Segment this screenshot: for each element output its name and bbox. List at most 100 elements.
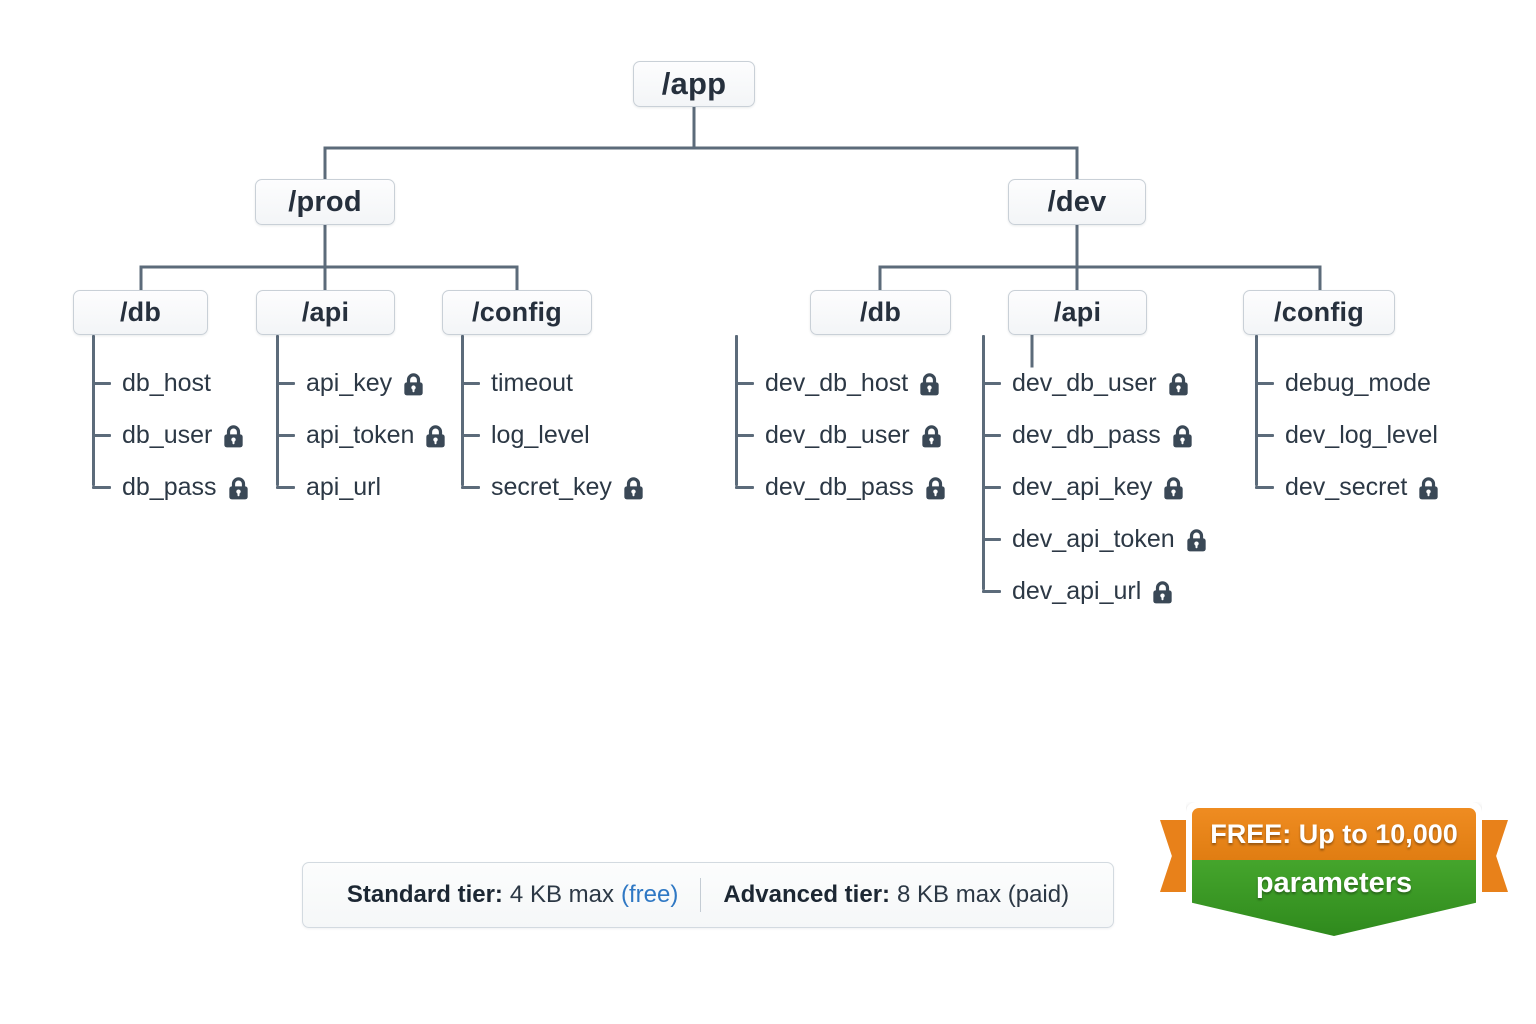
leaf-item[interactable]: dev_api_token xyxy=(982,513,1209,565)
leaf-label: api_token xyxy=(306,420,415,449)
leaf-label: dev_db_user xyxy=(765,420,910,449)
tier-divider xyxy=(700,878,702,912)
lock-icon xyxy=(1184,528,1209,553)
leaf-tree-tick xyxy=(461,382,480,385)
node-label: /db xyxy=(119,297,162,327)
leaf-item[interactable]: dev_api_key xyxy=(982,461,1209,513)
leaf-label: api_url xyxy=(306,472,382,501)
leaf-item[interactable]: dev_db_pass xyxy=(982,409,1209,461)
leaf-tree-vertical-line xyxy=(461,335,464,486)
leaf-item[interactable]: dev_secret xyxy=(1255,461,1441,513)
leaf-label: log_level xyxy=(491,420,590,449)
leaf-item[interactable]: dev_db_host xyxy=(735,357,948,409)
leaf-tree-tick xyxy=(982,486,1001,489)
ribbon-band-bottom: parameters xyxy=(1192,860,1476,936)
leaf-label: debug_mode xyxy=(1285,368,1431,397)
leaf-tree-tick xyxy=(276,486,295,489)
leaf-item[interactable]: dev_db_user xyxy=(982,357,1209,409)
tier-info-bar: Standard tier: 4 KB max (free) Advanced … xyxy=(302,862,1114,928)
advanced-tier-value: 8 KB max (paid) xyxy=(897,881,1070,908)
standard-tier-value: 4 KB max xyxy=(509,881,614,908)
node-dev-config[interactable]: /config xyxy=(1243,290,1395,335)
node-label: /prod xyxy=(288,185,362,218)
leaf-item[interactable]: debug_mode xyxy=(1255,357,1441,409)
node-label: /app xyxy=(661,66,727,101)
leaf-item[interactable]: api_key xyxy=(276,357,448,409)
lock-icon xyxy=(621,476,646,501)
leaf-tree-tick xyxy=(1255,486,1274,489)
leaf-tree-tick xyxy=(276,382,295,385)
lock-icon xyxy=(923,476,948,501)
leaf-label: dev_db_host xyxy=(765,368,909,397)
leaf-item[interactable]: dev_db_pass xyxy=(735,461,948,513)
leaf-item[interactable]: db_pass xyxy=(92,461,251,513)
node-label: /dev xyxy=(1047,185,1107,218)
leaf-label: dev_db_pass xyxy=(1012,420,1161,449)
leaf-tree-tick xyxy=(92,434,111,437)
node-label: /api xyxy=(301,297,350,327)
leaf-tree-vertical-line xyxy=(1255,335,1258,486)
ribbon-inner: FREE: Up to 10,000 parameters xyxy=(1192,808,1476,936)
leaf-tree-tick xyxy=(1255,382,1274,385)
leaf-group-prod-db: db_host db_user db_pass xyxy=(92,335,251,513)
leaf-label: dev_secret xyxy=(1285,472,1408,501)
leaf-tree-vertical-line xyxy=(276,335,279,486)
leaf-tree-tick xyxy=(735,434,754,437)
lock-icon xyxy=(1150,580,1175,605)
leaf-tree-tick xyxy=(982,538,1001,541)
leaf-label: db_user xyxy=(122,420,213,449)
leaf-label: dev_db_pass xyxy=(765,472,914,501)
lock-icon xyxy=(423,424,448,449)
leaf-group-dev-db: dev_db_host dev_db_user dev_db_pass xyxy=(735,335,948,513)
node-prod-db[interactable]: /db xyxy=(73,290,208,335)
leaf-tree-tick xyxy=(982,590,1001,593)
node-prod-config[interactable]: /config xyxy=(442,290,592,335)
leaf-item[interactable]: dev_api_url xyxy=(982,565,1209,617)
node-dev[interactable]: /dev xyxy=(1008,179,1146,225)
node-label: /config xyxy=(472,297,562,327)
node-prod-api[interactable]: /api xyxy=(256,290,395,335)
standard-tier-segment: Standard tier: 4 KB max (free) xyxy=(347,881,678,909)
leaf-tree-tick xyxy=(276,434,295,437)
node-label: /api xyxy=(1053,297,1102,327)
leaf-tree-tick xyxy=(92,382,111,385)
leaf-item[interactable]: secret_key xyxy=(461,461,646,513)
leaf-tree-tick xyxy=(461,486,480,489)
leaf-label: db_pass xyxy=(122,472,217,501)
leaf-item[interactable]: api_url xyxy=(276,461,448,513)
node-label: /config xyxy=(1274,297,1364,327)
leaf-label: dev_api_token xyxy=(1012,524,1175,553)
leaf-tree-tick xyxy=(461,434,480,437)
leaf-label: dev_db_user xyxy=(1012,368,1157,397)
leaf-label: dev_log_level xyxy=(1285,420,1438,449)
leaf-tree-vertical-line xyxy=(92,335,95,486)
lock-icon xyxy=(1170,424,1195,449)
node-app[interactable]: /app xyxy=(633,61,755,107)
leaf-label: dev_api_url xyxy=(1012,576,1142,605)
lock-icon xyxy=(1416,476,1441,501)
lock-icon xyxy=(1161,476,1186,501)
advanced-tier-label: Advanced tier: xyxy=(723,881,891,908)
leaf-item[interactable]: db_host xyxy=(92,357,251,409)
leaf-tree-tick xyxy=(92,486,111,489)
ribbon-line-1: FREE: Up to 10,000 xyxy=(1210,818,1458,849)
leaf-tree-tick xyxy=(1255,434,1274,437)
leaf-item[interactable]: api_token xyxy=(276,409,448,461)
leaf-item[interactable]: timeout xyxy=(461,357,646,409)
node-dev-db[interactable]: /db xyxy=(810,290,951,335)
node-label: /db xyxy=(859,297,902,327)
node-prod[interactable]: /prod xyxy=(255,179,395,225)
leaf-tree-vertical-line xyxy=(735,335,738,486)
advanced-tier-segment: Advanced tier: 8 KB max (paid) xyxy=(723,881,1069,909)
leaf-tree-tick xyxy=(982,434,1001,437)
leaf-item[interactable]: dev_db_user xyxy=(735,409,948,461)
free-tier-ribbon-badge: FREE: Up to 10,000 parameters xyxy=(1160,802,1508,944)
lock-icon xyxy=(919,424,944,449)
leaf-label: db_host xyxy=(122,368,211,397)
leaf-item[interactable]: log_level xyxy=(461,409,646,461)
leaf-item[interactable]: dev_log_level xyxy=(1255,409,1441,461)
leaf-label: secret_key xyxy=(491,472,612,501)
node-dev-api[interactable]: /api xyxy=(1008,290,1147,335)
leaf-item[interactable]: db_user xyxy=(92,409,251,461)
